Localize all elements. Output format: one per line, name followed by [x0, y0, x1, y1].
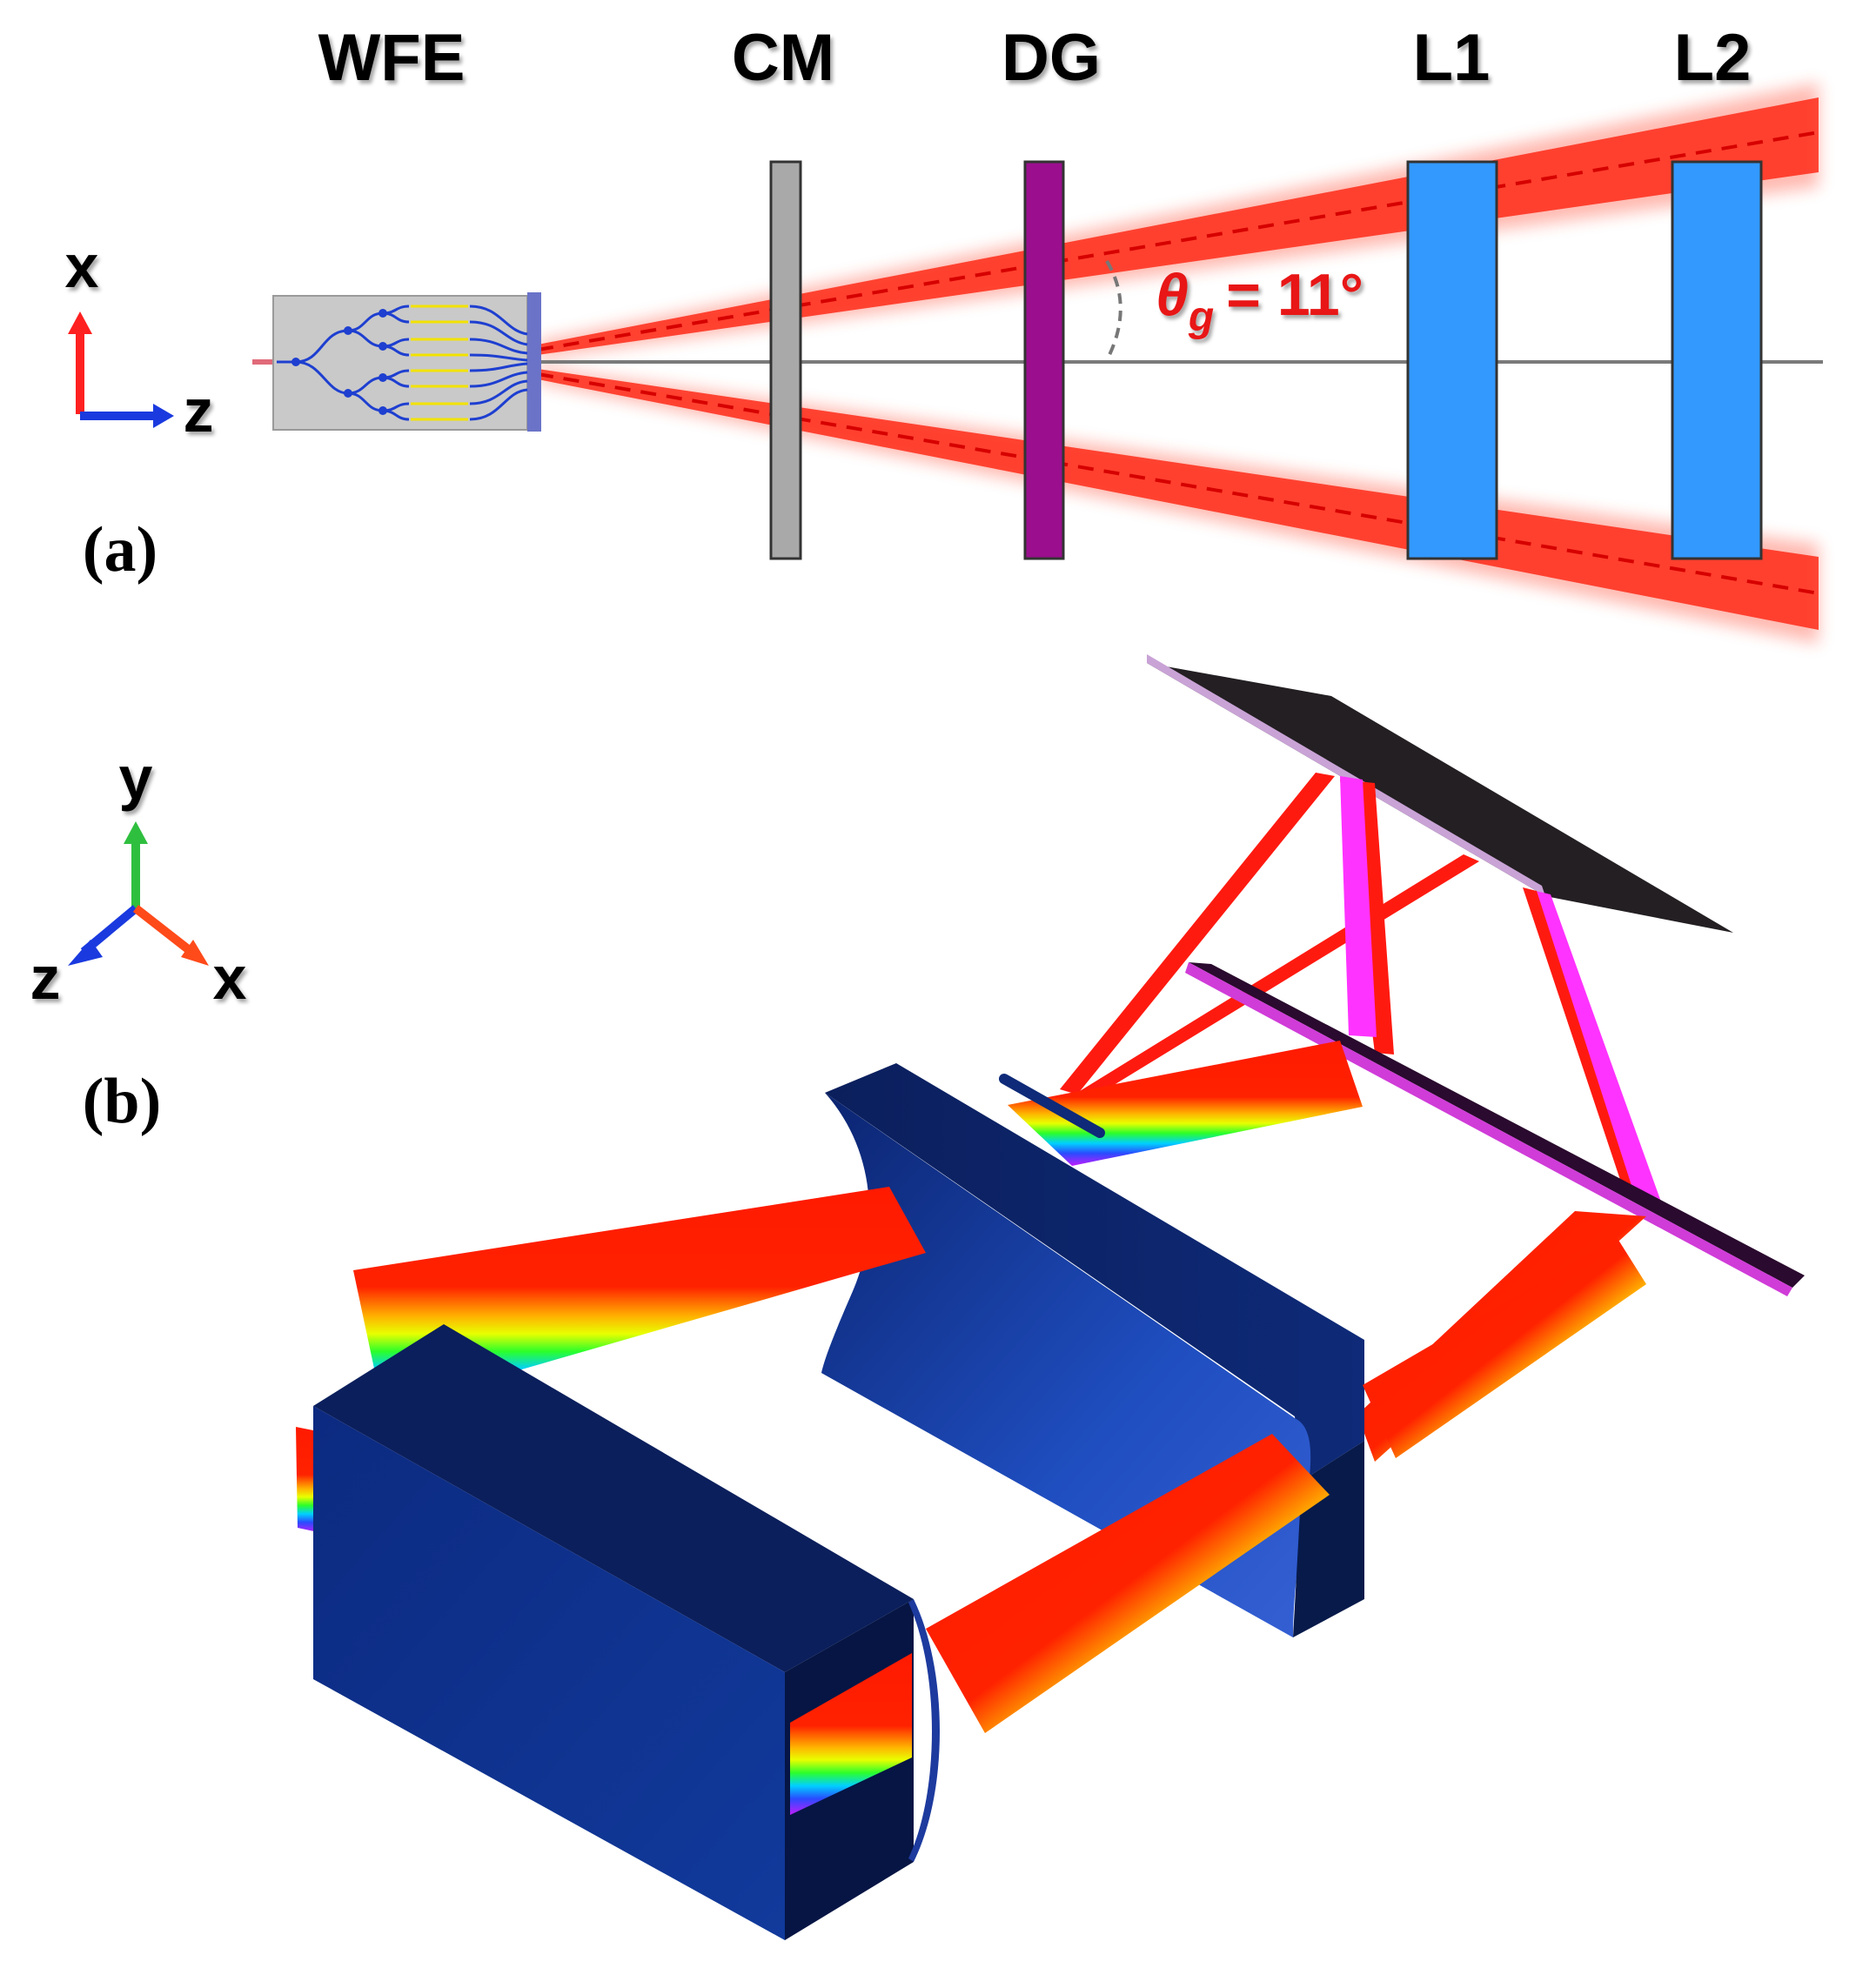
input-slit — [999, 1074, 1105, 1138]
label-dg: DG — [1002, 21, 1101, 95]
beam-lower — [537, 367, 1819, 644]
label-l1: L1 — [1413, 21, 1491, 95]
label-wfe: WFE — [318, 21, 466, 95]
panel-a: WFE CM DG L1 L2 θg = 11° x z (a) — [65, 21, 1823, 644]
l2-lens — [1671, 160, 1763, 560]
axis-triad-b: y z x — [30, 744, 247, 1012]
beam-bottom — [926, 1237, 1646, 1733]
diffraction-grating-3d — [1147, 654, 1733, 933]
dispersed-rays-upper — [1060, 773, 1662, 1204]
axis-label-z: z — [184, 377, 214, 445]
panel-label-a: (a) — [83, 514, 157, 586]
panel-label-b: (b) — [83, 1066, 161, 1137]
solid-lens-front — [313, 1324, 940, 1940]
l1-lens — [1406, 160, 1498, 560]
axis-triad-a: x z — [65, 232, 214, 445]
label-l2: L2 — [1674, 21, 1752, 95]
cm-element — [769, 160, 802, 560]
angle-label: θg = 11° — [1156, 262, 1363, 340]
axis-label-y: y — [119, 744, 153, 812]
angle-symbol: θ — [1156, 262, 1189, 328]
label-cm: CM — [732, 21, 834, 95]
panel-b: y z x (b) — [30, 654, 1805, 1940]
axis-label-x: x — [65, 232, 99, 300]
angle-value: = 11° — [1226, 262, 1363, 328]
fold-mirror-3d — [1185, 962, 1805, 1296]
dg-grating — [1023, 160, 1065, 560]
wfe-chip — [252, 292, 541, 432]
axis-label-x-3d: x — [213, 944, 247, 1012]
angle-subscript: g — [1188, 294, 1214, 340]
beam-upper — [537, 83, 1819, 358]
axis-label-z-3d: z — [30, 944, 61, 1012]
